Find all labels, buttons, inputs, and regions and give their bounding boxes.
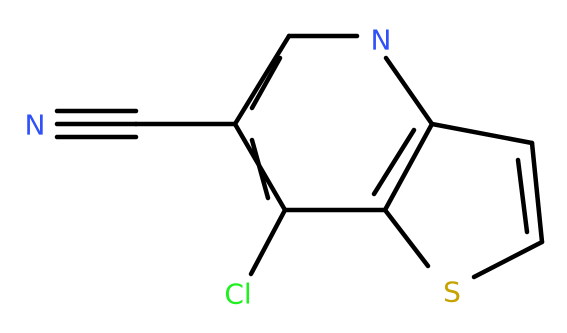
bond-c5-c6 xyxy=(232,33,292,127)
bond-c3-c2 xyxy=(529,140,545,245)
bond-c7-cl xyxy=(248,207,288,277)
atom-ring-nitrogen: N xyxy=(371,24,392,57)
bond-c3-c2-inner xyxy=(515,157,530,235)
bond-c2-s1 xyxy=(471,239,545,280)
bond-c3a-c7a xyxy=(382,121,435,213)
bond-c3a-c3 xyxy=(429,121,535,146)
bond-c5-c6-inner xyxy=(249,55,283,111)
bond-n4-c3a xyxy=(383,55,435,127)
atom-sulfur: S xyxy=(443,276,461,309)
atom-chlorine: Cl xyxy=(224,278,251,311)
atom-nitrile-nitrogen: N xyxy=(25,109,46,142)
bond-s1-c7a xyxy=(382,207,431,269)
bond-c7-c6-inner xyxy=(249,137,271,201)
bond-c3a-c7a-inner xyxy=(371,127,417,197)
